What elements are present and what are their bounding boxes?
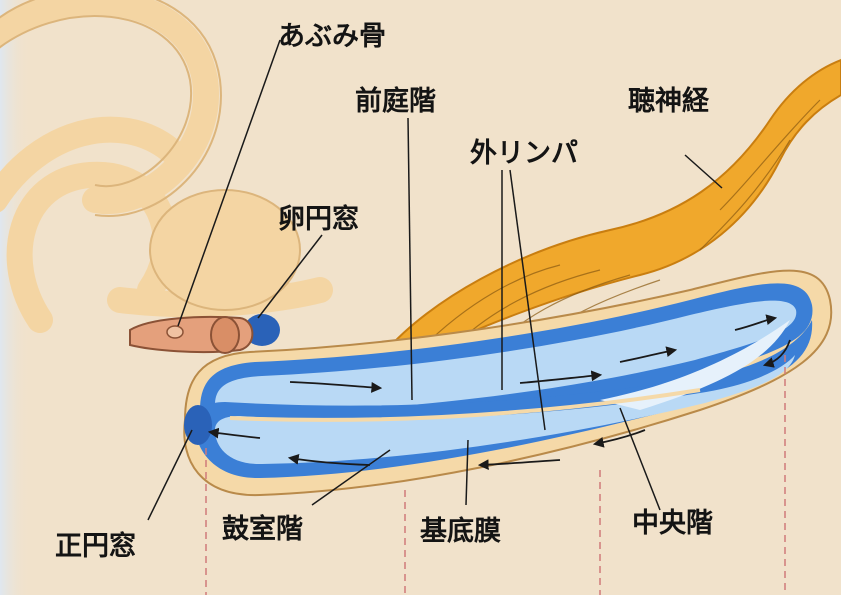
label-oval-window: 卵円窓 — [278, 203, 359, 235]
label-auditory-nerve: 聴神経 — [628, 85, 710, 117]
label-basilar-membrane: 基底膜 — [420, 515, 501, 547]
dashed-guides — [205, 355, 786, 595]
flow-arrows — [207, 314, 791, 471]
oval-window-membrane — [244, 314, 280, 346]
label-scala-vestibuli: 前庭階 — [355, 85, 436, 117]
label-scala-media: 中央階 — [632, 508, 713, 539]
vestibule — [149, 189, 301, 311]
basilar-membrane — [229, 388, 701, 422]
label-stapes: あぶみ骨 — [278, 21, 386, 52]
label-scala-tympani: 鼓室階 — [222, 513, 303, 545]
label-perilymph: 外リンパ — [470, 138, 578, 169]
leader-lines — [147, 39, 723, 521]
label-round-window: 正円窓 — [55, 530, 136, 562]
round-window-membrane — [184, 405, 212, 445]
scala-tympani-inner — [215, 355, 795, 465]
inner-ear-bone-edge — [0, 0, 222, 218]
stapes-bone — [129, 315, 254, 354]
